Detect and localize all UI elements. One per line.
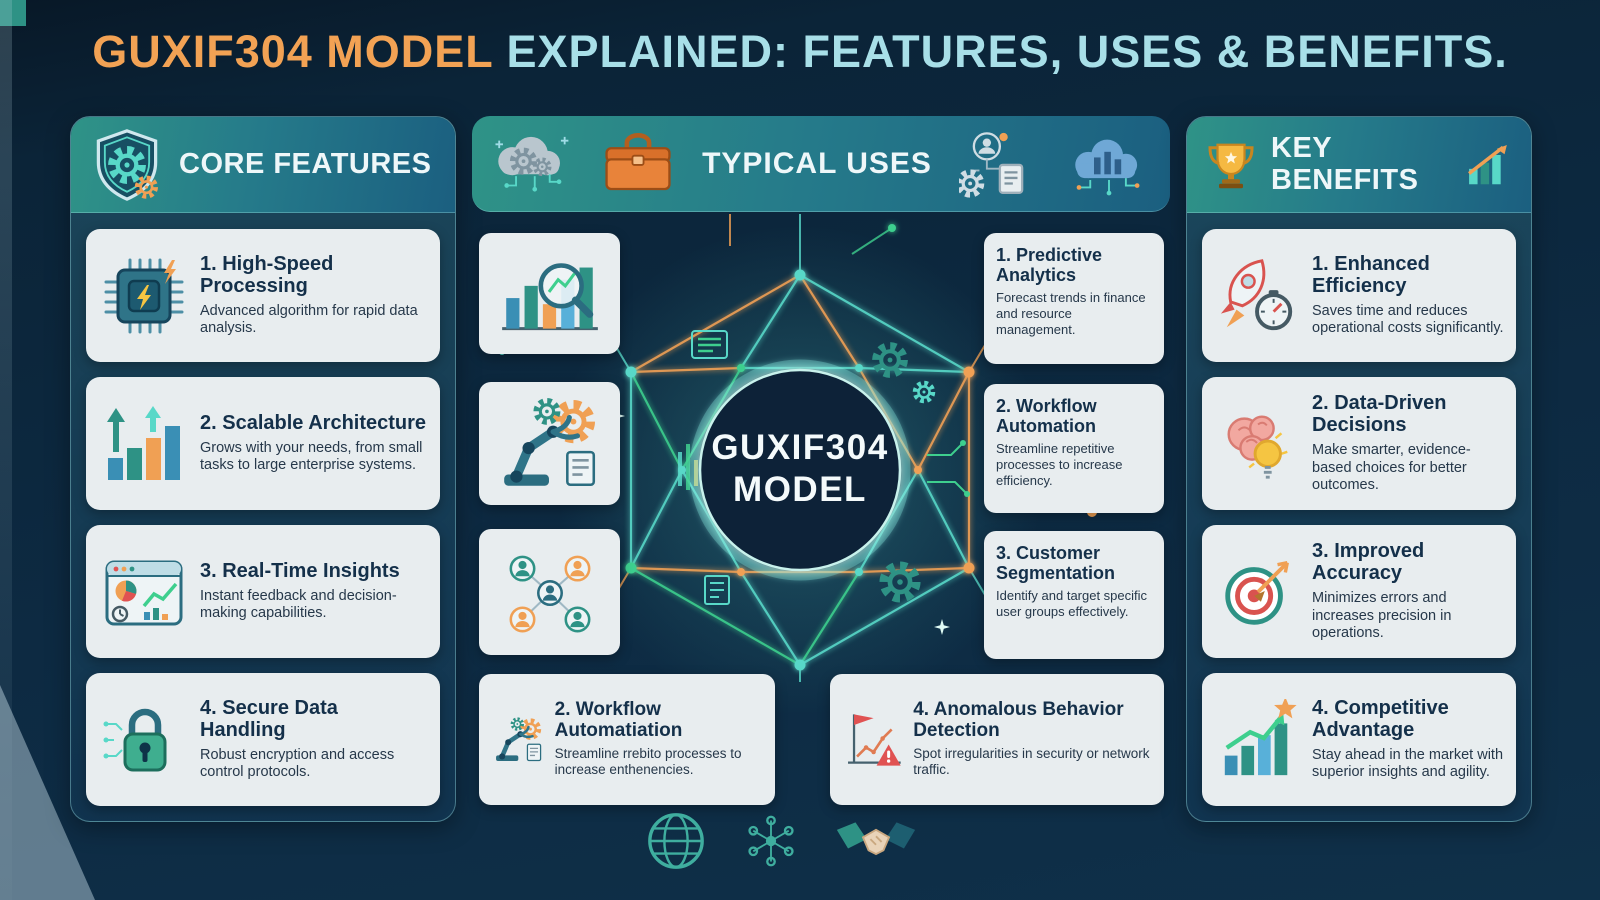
card-title: 4. Secure Data Handling [200,696,338,742]
use-card-title: 3. Customer Segmentation [996,543,1116,584]
anomaly-flag-chart-icon [848,713,901,766]
target-arrow-icon [1225,560,1289,625]
center-circle [698,368,902,572]
core-features-cards: 1. High-Speed Processing Advanced algori… [71,213,455,822]
key-benefits-panel: KEY BENEFITS [1186,116,1532,822]
robot-arm-icon [496,716,542,761]
core-features-title: CORE FEATURES [179,147,432,180]
arrow-chart-icon [1468,144,1508,184]
footer-icons [645,810,917,872]
card-desc: Minimizes errors and increases precision… [1312,589,1452,642]
use-card-title: 1. Predictive Analytics [996,245,1103,286]
chip-icon [104,258,184,333]
card-desc: Grows with your needs, from small tasks … [200,439,423,474]
network-nodes [625,224,975,671]
use-icon-card-segmentation [479,529,620,655]
feature-card-secure: 4. Secure Data Handling Robust encryptio… [86,673,440,806]
brain-bulb-icon [1227,414,1288,479]
core-features-panel: CORE FEATURES [70,116,456,822]
cloud-gears-icon [495,136,569,192]
typical-uses-header: TYPICAL USES [472,116,1170,212]
trophy-icon [1208,143,1254,188]
left-edge-highlight [0,0,12,900]
use-card-workflow-automatiation: 2. Workflow Automatiation Streamline rre… [479,674,775,805]
card-title: 2. Data-Driven Decisions [1312,392,1447,437]
robot-arm-icon [503,395,595,487]
card-title: 2. Scalable Architecture [200,412,427,435]
corner-accent-square [0,0,26,26]
benefit-card-advantage: 4. Competitive Advantage Stay ahead in t… [1202,673,1516,806]
use-card-title: 4. Anomalous Behavior Detection [913,699,1124,742]
use-card-desc: Streamline repetitive processes to incre… [996,441,1123,489]
padlock-icon [103,708,167,771]
card-desc: Stay ahead in the market with superior i… [1312,746,1504,781]
use-card-title: 2. Workflow Automation [996,396,1097,437]
person-doc-gear-icon [959,131,1024,199]
page-title: GUXIF304 MODEL EXPLAINED: FEATURES, USES… [0,26,1600,78]
card-desc: Make smarter, evidence-based choices for… [1312,441,1471,494]
benefit-card-efficiency: 1. Enhanced Efficiency Saves time and re… [1202,229,1516,362]
core-features-header: CORE FEATURES [71,117,455,213]
card-title: 4. Competitive Advantage [1312,696,1449,742]
growth-star-icon [1224,698,1297,775]
use-card-desc: Forecast trends in finance and resource … [996,290,1146,338]
center-label-line2: MODEL [733,470,867,509]
card-desc: Advanced algorithm for rapid data analys… [200,302,418,337]
card-title: 1. Enhanced Efficiency [1312,252,1430,298]
use-card-customer-segmentation: 3. Customer Segmentation Identify and ta… [984,531,1164,659]
use-icon-card-automation [479,382,620,505]
chart-magnifier-icon [501,263,598,331]
toolbox-icon [605,132,671,190]
cloud-bars-icon [1075,139,1140,195]
key-benefits-header: KEY BENEFITS [1187,117,1531,213]
card-desc: Saves time and reduces operational costs… [1312,302,1504,337]
use-card-anomalous-behavior: 4. Anomalous Behavior Detection Spot irr… [830,674,1164,805]
typical-uses-title: TYPICAL USES [702,146,932,180]
card-desc: Robust encryption and access control pro… [200,746,395,781]
benefit-card-decisions: 2. Data-Driven Decisions Make smarter, e… [1202,377,1516,510]
globe-icon [648,813,704,869]
growth-arrows-icon [107,405,180,480]
feature-card-scalable: 2. Scalable Architecture Grows with your… [86,377,440,510]
use-card-workflow-automation: 2. Workflow Automation Streamline repeti… [984,384,1164,513]
use-card-desc: Streamline rrebito processes to increase… [554,746,742,778]
key-benefits-title: KEY BENEFITS [1271,132,1419,196]
title-brand: GUXIF304 MODEL [92,26,493,77]
use-icon-card-analytics [479,233,620,354]
shield-gear-icon [96,128,163,201]
benefit-card-accuracy: 3. Improved Accuracy Minimizes errors an… [1202,525,1516,658]
use-card-predictive-analytics: 1. Predictive Analytics Forecast trends … [984,233,1164,364]
dashboard-icon [105,560,183,625]
card-title: 3. Improved Accuracy [1312,540,1425,585]
title-rest: EXPLAINED: FEATURES, USES & BENEFITS. [492,26,1508,77]
center-circle-glow [689,359,911,581]
card-desc: Instant feedback and decision-making cap… [200,587,397,622]
user-network-icon [509,555,590,632]
rocket-stopwatch-icon [1220,258,1293,330]
feature-card-high-speed: 1. High-Speed Processing Advanced algori… [86,229,440,362]
network-hub-icon [748,815,794,867]
center-label-line1: GUXIF304 [711,428,888,467]
use-card-title: 2. Workflow Automatiation [554,699,683,742]
use-card-desc: Spot irregularities in security or netwo… [913,746,1150,778]
card-title: 1. High-Speed Processing [200,252,334,298]
use-card-desc: Identify and target specific user groups… [996,588,1148,620]
handshake-icon [836,822,916,856]
feature-card-realtime: 3. Real-Time Insights Instant feedback a… [86,525,440,658]
card-title: 3. Real-Time Insights [200,560,400,583]
key-benefits-cards: 1. Enhanced Efficiency Saves time and re… [1187,213,1531,822]
